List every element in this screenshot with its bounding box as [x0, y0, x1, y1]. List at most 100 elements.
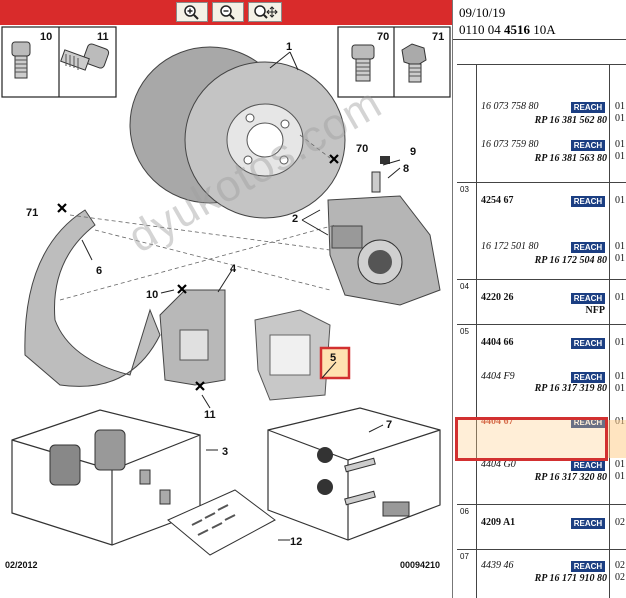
part-number[interactable]: 4404 66 — [481, 337, 514, 348]
quantity-column — [609, 505, 626, 549]
reach-badge: REACH — [571, 338, 605, 349]
quantity-column — [609, 325, 626, 504]
callout-11: 11 — [204, 409, 216, 421]
selected-row-highlight[interactable] — [455, 417, 608, 461]
replacement-number[interactable]: RP 16 171 910 80 — [534, 573, 607, 584]
part-number[interactable]: 4220 26 — [481, 292, 514, 303]
parts-list-panel: 09/10/19 0110 04 4516 10A 16 073 758 80 … — [452, 0, 626, 598]
part-number[interactable]: 16 073 759 80 — [481, 139, 539, 150]
part-number[interactable]: 4404 G0 — [481, 459, 516, 470]
quantity: 01 — [615, 337, 625, 348]
callout-1: 1 — [286, 41, 292, 53]
parts-group-04: 04 4220 26 REACH NFP 01 — [457, 280, 626, 325]
reach-badge: REACH — [571, 561, 605, 572]
quantity-column — [609, 65, 626, 182]
group-position — [457, 65, 477, 182]
part-number[interactable]: 4439 46 — [481, 560, 514, 571]
callout-4: 4 — [230, 263, 237, 275]
parts-group-02: 16 073 758 80 REACH RP 16 381 562 80 16 … — [457, 65, 626, 183]
quantity: 01 — [615, 151, 625, 162]
bolt-10-inset — [11, 41, 31, 79]
part-number[interactable]: 16 073 758 80 — [481, 101, 539, 112]
quantity: 01 — [615, 139, 625, 150]
replacement-number[interactable]: RP 16 317 319 80 — [534, 383, 607, 394]
callout-5: 5 — [330, 352, 336, 364]
zoom-out-button[interactable] — [212, 2, 244, 22]
quantity: 01 — [615, 253, 625, 264]
reach-badge: REACH — [571, 242, 605, 253]
brake-assembly-drawing: 1 2 3 4 5 6 7 8 9 10 11 12 70 71 10 11 7… — [1, 26, 451, 556]
inset-label-70: 70 — [377, 31, 389, 43]
fit-view-button[interactable] — [248, 2, 282, 22]
callout-71: 71 — [26, 207, 38, 219]
header-code: 0110 04 4516 10A — [459, 22, 556, 37]
quantity: 01 — [615, 101, 625, 112]
exploded-diagram: 1 2 3 4 5 6 7 8 9 10 11 12 70 71 10 11 7… — [0, 0, 452, 570]
callout-10: 10 — [146, 289, 158, 301]
header-date: 09/10/19 — [459, 5, 506, 20]
part-number[interactable]: 16 172 501 80 — [481, 241, 539, 252]
group-position: 06 — [457, 505, 477, 549]
bracket-5 — [254, 309, 331, 401]
diagram-date: 02/2012 — [5, 560, 38, 570]
dust-shield — [24, 209, 161, 387]
parts-table: 16 073 758 80 REACH RP 16 381 562 80 16 … — [457, 64, 626, 598]
brake-disc — [129, 46, 346, 219]
x-markers — [57, 154, 339, 391]
replacement-number[interactable]: RP 16 317 320 80 — [534, 472, 607, 483]
clip-sheet — [167, 489, 276, 556]
part-number[interactable]: 4254 67 — [481, 195, 514, 206]
replacement-number[interactable]: RP 16 381 562 80 — [534, 115, 607, 126]
magnifier-move-icon — [254, 5, 278, 19]
quantity: 01 — [615, 471, 625, 482]
quantity: 01 — [615, 371, 625, 382]
parts-group-03: 03 4254 67 REACH 16 172 501 80 REACH RP … — [457, 183, 626, 280]
callout-7: 7 — [386, 419, 392, 431]
quantity: 01 — [615, 459, 625, 470]
magnifier-plus-icon — [184, 5, 199, 20]
quantity: 01 — [615, 241, 625, 252]
quantity: 01 — [615, 383, 625, 394]
diagram-toolbar — [0, 0, 452, 25]
brake-pad-kit-box — [11, 409, 201, 546]
bolt-11-inset — [60, 43, 110, 71]
part-number[interactable]: 4209 A1 — [481, 517, 516, 528]
reach-badge: REACH — [571, 417, 605, 428]
inset-label-11: 11 — [97, 31, 109, 43]
callout-9: 9 — [410, 146, 416, 158]
callout-6: 6 — [96, 265, 102, 277]
bolt-71-inset — [401, 43, 427, 83]
quantity-column — [609, 280, 626, 324]
callout-3: 3 — [222, 446, 228, 458]
replacement-number[interactable]: RP 16 172 504 80 — [534, 255, 607, 266]
quantity: 01 — [615, 292, 625, 303]
caliper-assembly — [327, 195, 441, 306]
selection-highlight-extension — [608, 420, 626, 458]
part-number[interactable]: 4404 F9 — [481, 371, 515, 382]
quantity-column — [609, 550, 626, 598]
callout-12: 12 — [290, 536, 302, 548]
group-position: 04 — [457, 280, 477, 324]
inset-label-71: 71 — [432, 31, 444, 43]
quantity-column — [609, 183, 626, 279]
callout-8: 8 — [403, 163, 409, 175]
zoom-in-button[interactable] — [176, 2, 208, 22]
accessory-kit-box — [267, 407, 441, 541]
group-position: 07 — [457, 550, 477, 598]
callout-70: 70 — [356, 143, 368, 155]
quantity: 02 — [615, 572, 625, 583]
reach-badge: REACH — [571, 102, 605, 113]
quantity: 02 — [615, 517, 625, 528]
reach-badge: REACH — [571, 518, 605, 529]
parts-group-06: 06 4209 A1 REACH 02 — [457, 505, 626, 550]
part-number-selected[interactable]: 4404 67 — [481, 416, 514, 427]
inset-label-10: 10 — [40, 31, 52, 43]
reach-badge: REACH — [571, 460, 605, 471]
replacement-number[interactable]: RP 16 381 563 80 — [534, 153, 607, 164]
caliper-bracket — [159, 289, 226, 386]
nfp-note: NFP — [585, 305, 605, 316]
bolt-70-inset — [351, 44, 375, 82]
diagram-reference: 00094210 — [400, 560, 441, 570]
group-position: 05 — [457, 325, 477, 504]
reach-badge: REACH — [571, 293, 605, 304]
